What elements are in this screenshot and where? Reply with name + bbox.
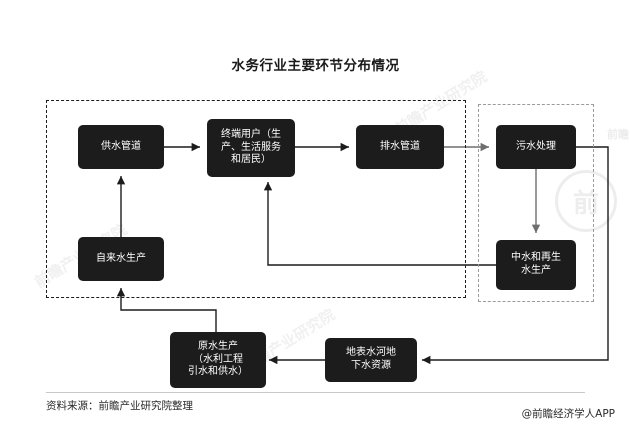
region-water-supply-chain: [46, 100, 466, 298]
node-tap-water-production[interactable]: 自来水生产: [78, 237, 164, 281]
node-reclaimed-water[interactable]: 中水和再生 水生产: [496, 240, 576, 290]
page-title: 水务行业主要环节分布情况: [231, 58, 400, 74]
node-drainage-pipeline[interactable]: 排水管道: [356, 125, 444, 169]
watermark-brand: 前瞻: [607, 128, 629, 141]
credit-note: @前瞻经济学人APP: [521, 408, 615, 420]
node-raw-water-production[interactable]: 原水生产 （水利工程 引水和供水）: [170, 332, 266, 388]
watermark-logo-icon: 前: [555, 170, 617, 232]
node-end-users[interactable]: 终端用户（生 产、生活服务 和居民）: [207, 119, 295, 177]
node-supply-pipeline[interactable]: 供水管道: [78, 125, 164, 169]
footer-divider: [46, 392, 585, 393]
source-note: 资料来源：前瞻产业研究院整理: [46, 400, 193, 412]
node-sewage-treatment[interactable]: 污水处理: [496, 125, 576, 169]
node-surface-groundwater[interactable]: 地表水河地 下水资源: [325, 338, 417, 382]
region-water-reuse: [478, 104, 594, 302]
